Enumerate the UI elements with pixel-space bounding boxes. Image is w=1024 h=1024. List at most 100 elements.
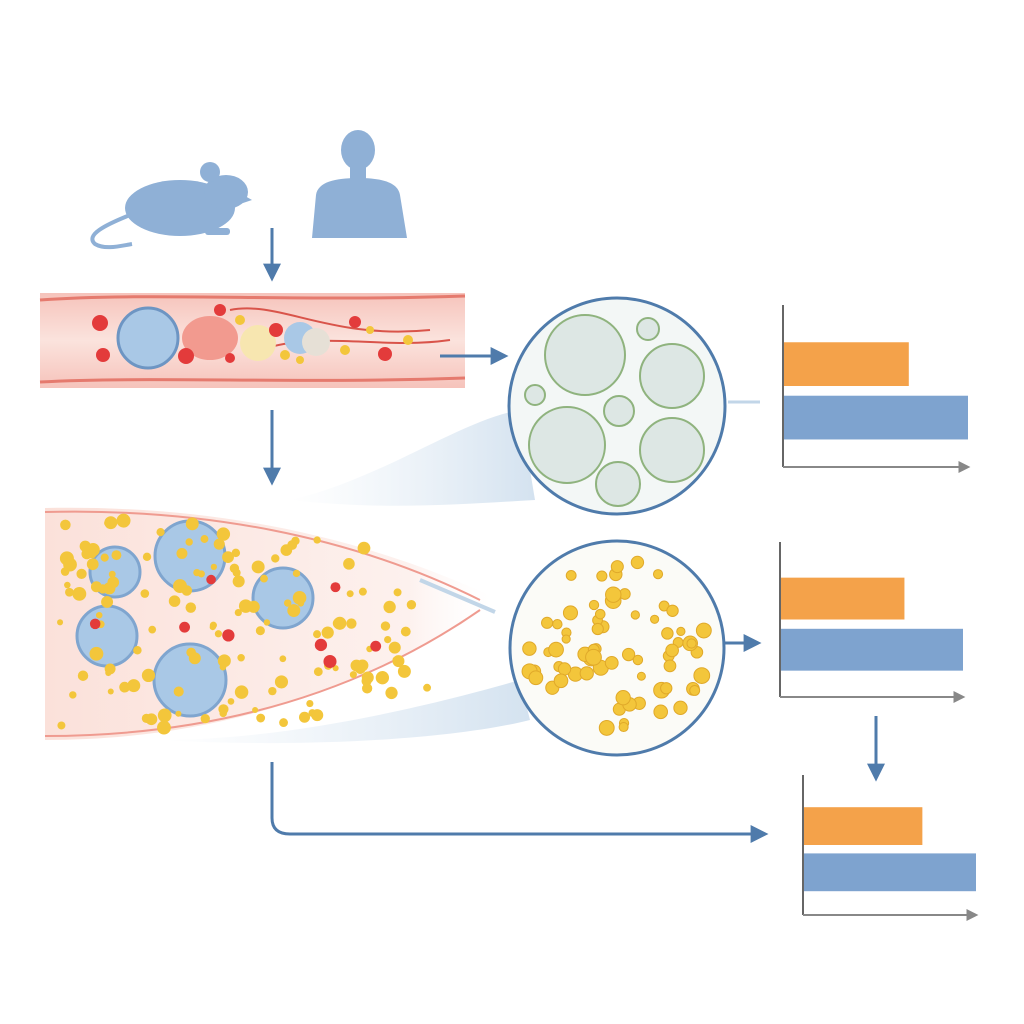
cell [252, 706, 259, 714]
cell [548, 641, 564, 658]
cell [176, 547, 188, 559]
cell [214, 630, 223, 638]
cell [588, 599, 600, 611]
cell [238, 599, 253, 613]
cell [101, 595, 114, 608]
yellow-cells [57, 513, 431, 735]
cell [210, 563, 217, 571]
cell [142, 552, 152, 562]
cell [141, 668, 156, 683]
arrow-elbow [270, 762, 769, 843]
cell [314, 638, 328, 652]
cell [255, 626, 265, 636]
cell [630, 610, 640, 620]
cell [188, 652, 201, 665]
cell [90, 581, 102, 593]
cell [133, 646, 142, 655]
cell [57, 721, 66, 730]
cell [95, 611, 103, 619]
cell [596, 570, 608, 582]
cell [119, 681, 130, 693]
cell [392, 656, 399, 663]
cell [107, 688, 114, 695]
cell [287, 540, 298, 550]
cell [552, 619, 563, 630]
cell [636, 671, 646, 681]
cell [156, 528, 165, 537]
cell [57, 619, 64, 626]
cell [148, 625, 157, 634]
cell [321, 626, 334, 639]
cell [185, 517, 199, 531]
cell [216, 527, 231, 541]
cell [104, 663, 116, 675]
cell [357, 541, 371, 555]
cell [72, 586, 87, 601]
cell [630, 555, 645, 570]
bar-blue [783, 395, 968, 440]
cell [323, 654, 337, 669]
cell [63, 557, 77, 572]
cell [383, 600, 396, 614]
micrograph-cells [508, 539, 726, 757]
cell [313, 536, 321, 544]
cell [653, 704, 668, 720]
bar-orange [803, 807, 923, 845]
cell [89, 618, 101, 630]
cell [652, 569, 664, 580]
cell [232, 575, 245, 588]
cell [650, 614, 660, 624]
cell [234, 608, 242, 617]
cell [676, 626, 686, 637]
cell [104, 520, 111, 527]
cell [660, 682, 673, 695]
cell [557, 662, 572, 676]
cell [127, 679, 141, 693]
cell [283, 599, 292, 607]
flow-arrows [263, 228, 885, 843]
cell [663, 659, 677, 673]
cell [86, 558, 99, 571]
cell [361, 683, 373, 694]
cell [116, 513, 131, 528]
cell [621, 647, 636, 662]
cell [173, 579, 187, 594]
cell [222, 629, 235, 642]
magnification-beam-bottom [160, 680, 530, 744]
cell [375, 671, 390, 685]
cell [297, 599, 305, 607]
magnification-beam-top [290, 410, 535, 506]
mouse-icon [90, 162, 252, 250]
cell [231, 548, 241, 558]
cell [175, 710, 182, 717]
cell [279, 718, 288, 728]
cell [553, 673, 569, 689]
cell [361, 676, 372, 687]
cell [591, 622, 604, 636]
cell [615, 690, 631, 706]
cell [562, 605, 579, 621]
cell [686, 638, 697, 649]
cell [209, 621, 217, 629]
cell [256, 713, 266, 723]
cell [141, 713, 152, 724]
bar-orange [783, 342, 909, 386]
cell [689, 685, 701, 696]
cell [349, 671, 357, 679]
cell [388, 641, 401, 654]
human-icon [312, 130, 407, 238]
cell [693, 667, 711, 684]
cell [263, 619, 271, 626]
cell [217, 654, 231, 668]
blood-vessel-top [39, 293, 466, 388]
cell [251, 560, 265, 574]
cell [618, 721, 629, 733]
cell [279, 655, 287, 663]
cell [306, 699, 314, 708]
cell [384, 635, 392, 644]
bar-chart [779, 542, 966, 703]
cell [292, 569, 301, 578]
cell [100, 553, 109, 562]
cell [665, 643, 679, 658]
